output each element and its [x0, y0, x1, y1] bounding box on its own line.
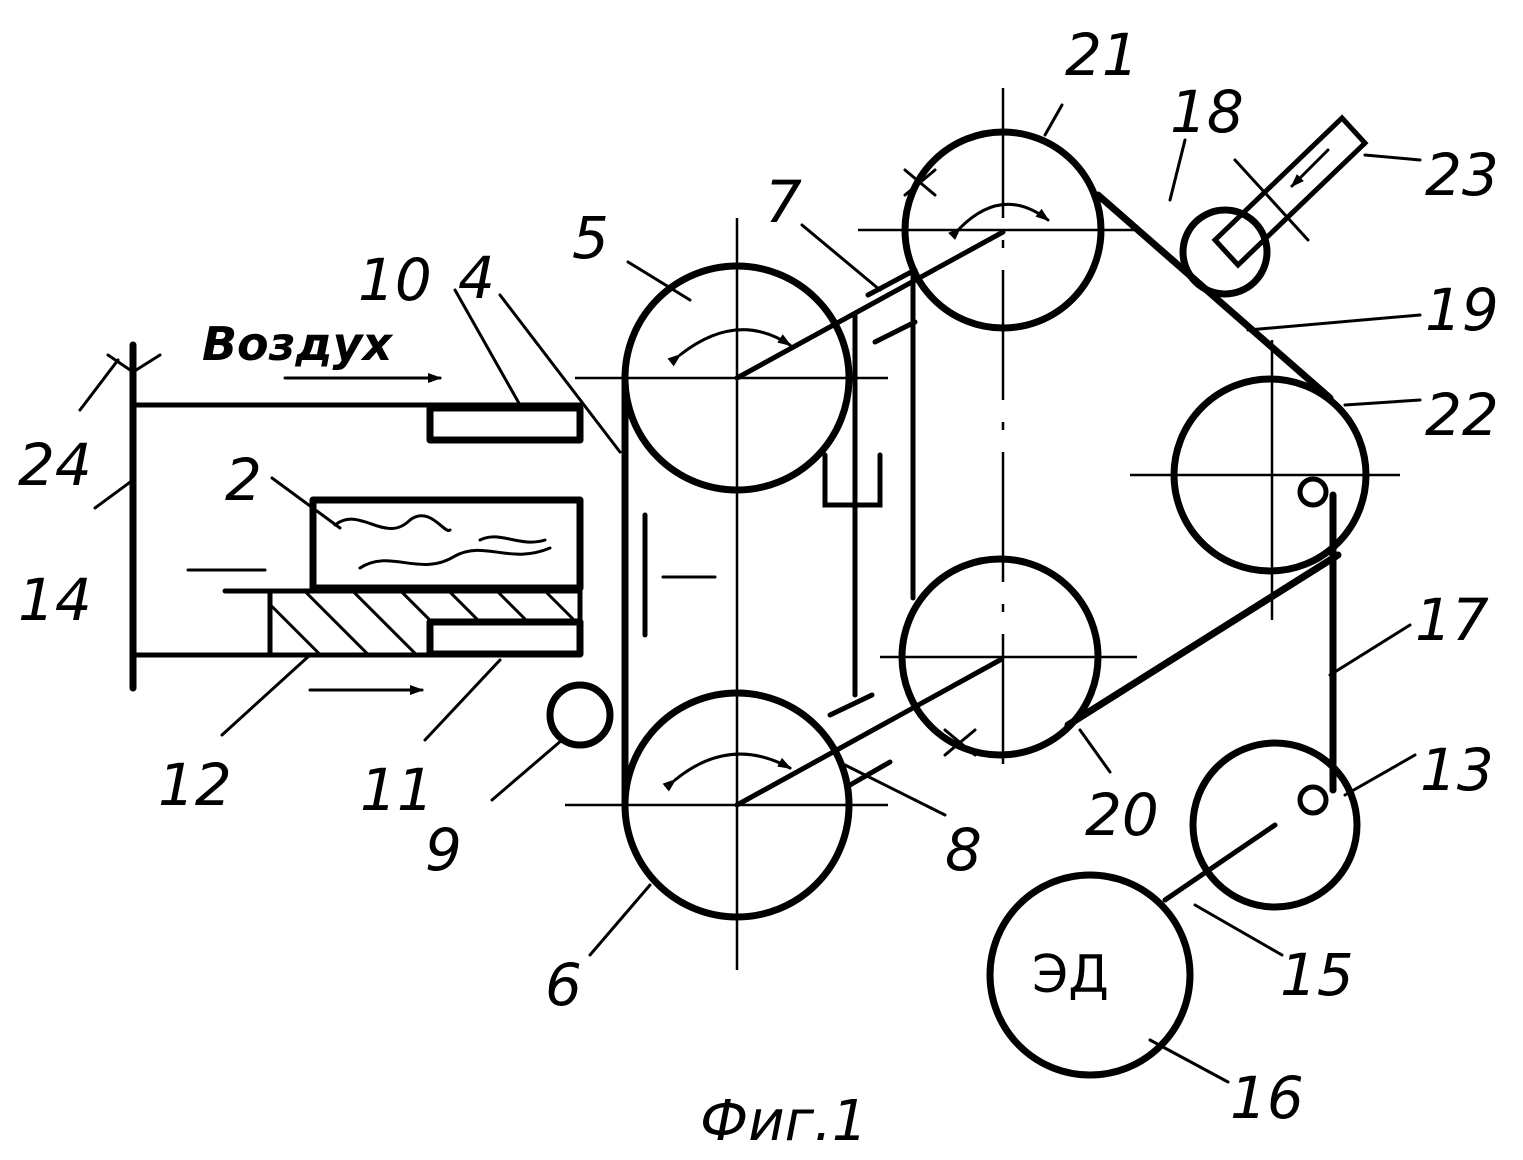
rotation-arrow-5: [680, 330, 790, 355]
rotation-arrow-6: [675, 754, 790, 780]
partition-12: [270, 591, 580, 655]
label-7: 7: [765, 168, 802, 236]
leader-15: [1195, 905, 1282, 955]
leader-18: [1170, 140, 1185, 200]
pin-lower: [1300, 787, 1326, 813]
leader-11: [425, 660, 500, 740]
label-14: 14: [18, 566, 92, 634]
leader-6: [590, 885, 650, 955]
leader-22: [1345, 400, 1420, 405]
label-2: 2: [225, 446, 262, 514]
leader-24: [80, 360, 118, 410]
label-8: 8: [945, 816, 982, 884]
leader-7: [802, 225, 880, 290]
label-21: 21: [1065, 21, 1139, 89]
leader-4: [500, 295, 620, 452]
leader-12: [222, 655, 310, 735]
label-19: 19: [1425, 276, 1499, 344]
fiber-wave: [480, 537, 545, 542]
air-duct-assembly: [108, 345, 580, 690]
axis-23: [1235, 160, 1308, 240]
leader-13: [1345, 755, 1415, 795]
label-24: 24: [18, 431, 92, 499]
label-5: 5: [572, 204, 609, 272]
label-12: 12: [158, 751, 232, 819]
label-23: 23: [1425, 141, 1499, 209]
motor-label: ЭД: [1032, 945, 1109, 1005]
roller-group-left: [550, 218, 888, 970]
label-16: 16: [1230, 1064, 1304, 1132]
label-17: 17: [1415, 586, 1489, 654]
figure-caption: Фиг.1: [700, 1089, 867, 1154]
label-11: 11: [360, 756, 434, 824]
label-4: 4: [458, 244, 495, 312]
leader-14: [95, 480, 133, 508]
label-15: 15: [1280, 941, 1354, 1009]
rod-8-foot: [830, 695, 872, 715]
label-10: 10: [358, 246, 432, 314]
roller-group-right: ЭД: [858, 88, 1400, 1075]
leader-19: [1248, 315, 1420, 330]
label-6: 6: [545, 951, 582, 1019]
roller-9: [550, 685, 610, 745]
lever-7: [737, 232, 1003, 378]
label-22: 22: [1425, 381, 1499, 449]
label-13: 13: [1420, 736, 1494, 804]
label-18: 18: [1170, 78, 1244, 146]
pin-upper: [1300, 479, 1326, 505]
fiber-wave: [360, 548, 550, 568]
leader-20: [1080, 730, 1110, 772]
lever-7-guide: [875, 322, 915, 342]
leader-16: [1150, 1040, 1228, 1082]
lever-8-guide: [850, 762, 890, 785]
fiber-wave: [335, 516, 450, 531]
leader-21: [1045, 105, 1062, 135]
fiber-container-2: [313, 500, 580, 588]
lever-8: [737, 660, 1000, 805]
label-20: 20: [1085, 781, 1159, 849]
leader-9: [492, 740, 562, 800]
leader-23: [1365, 155, 1420, 160]
nozzle-10: [430, 408, 580, 440]
labels: Воздух 24 14 2 10 4 5 7 21 18 23 19 22 1…: [18, 21, 1499, 1154]
air-label: Воздух: [202, 317, 394, 371]
label-9: 9: [425, 816, 462, 884]
nozzle-11: [430, 622, 580, 654]
leader-8: [845, 765, 945, 815]
belt-lower: [1068, 555, 1338, 725]
leader-17: [1330, 625, 1410, 675]
